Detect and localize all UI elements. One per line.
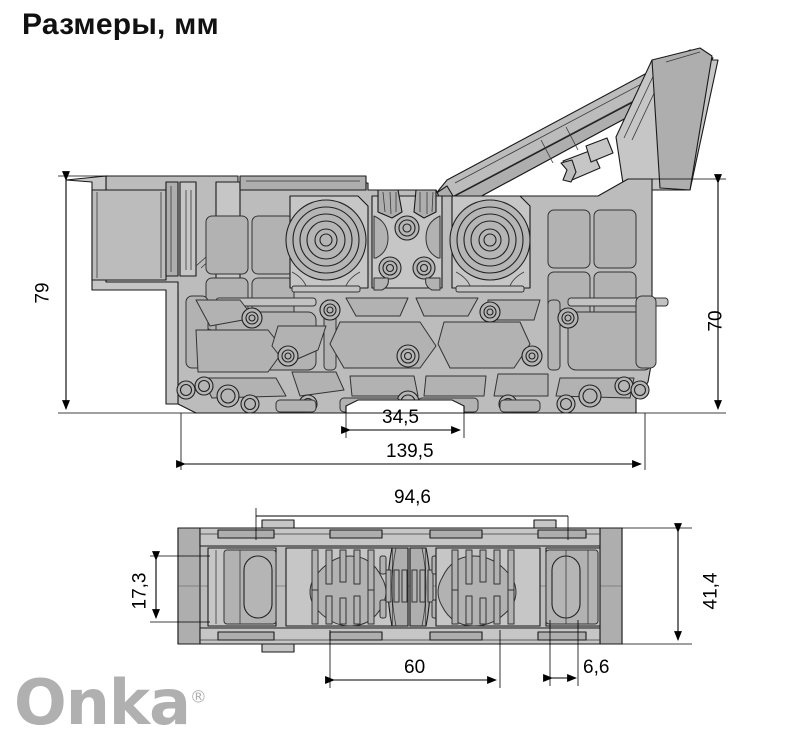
open-cover-assembly [417, 47, 719, 211]
hex-web-pattern [176, 297, 650, 414]
dimension-label-height-right: 70 [705, 310, 727, 332]
dimension-label-bottom-overall-width: 94,6 [394, 487, 431, 508]
dimension-label-rail-slot-width: 34,5 [382, 407, 419, 428]
side-view-group [65, 47, 719, 414]
dimension-label-bottom-inner-height: 17,3 [129, 572, 151, 610]
dimension-label-bottom-depth: 41,4 [700, 572, 722, 610]
dimension-label-overall-width: 139,5 [386, 441, 434, 462]
center-hinge-clip [371, 189, 443, 291]
center-joint [379, 547, 439, 627]
right-oval-slot [545, 547, 601, 627]
dimension-label-bottom-edge-offset: 6,6 [583, 657, 610, 678]
registered-trademark-icon: ® [189, 687, 207, 708]
right-fin-pattern [435, 547, 541, 627]
side-view-dimensions [58, 171, 726, 470]
left-socket [285, 195, 369, 293]
dimension-label-bottom-center-width: 60 [404, 657, 426, 678]
bottom-view-group [177, 519, 623, 653]
brand-watermark: Onka® [14, 672, 207, 734]
page-title: Размеры, мм [22, 8, 219, 41]
bottom-view-dimensions [150, 508, 692, 688]
left-fin-pattern [285, 547, 393, 627]
left-flange [65, 175, 241, 405]
dimension-label-height-left: 79 [32, 282, 54, 304]
left-oval-slot [207, 547, 277, 627]
right-socket [449, 195, 531, 293]
brand-watermark-text: Onka [14, 666, 191, 739]
lower-right-pocket [547, 295, 669, 371]
